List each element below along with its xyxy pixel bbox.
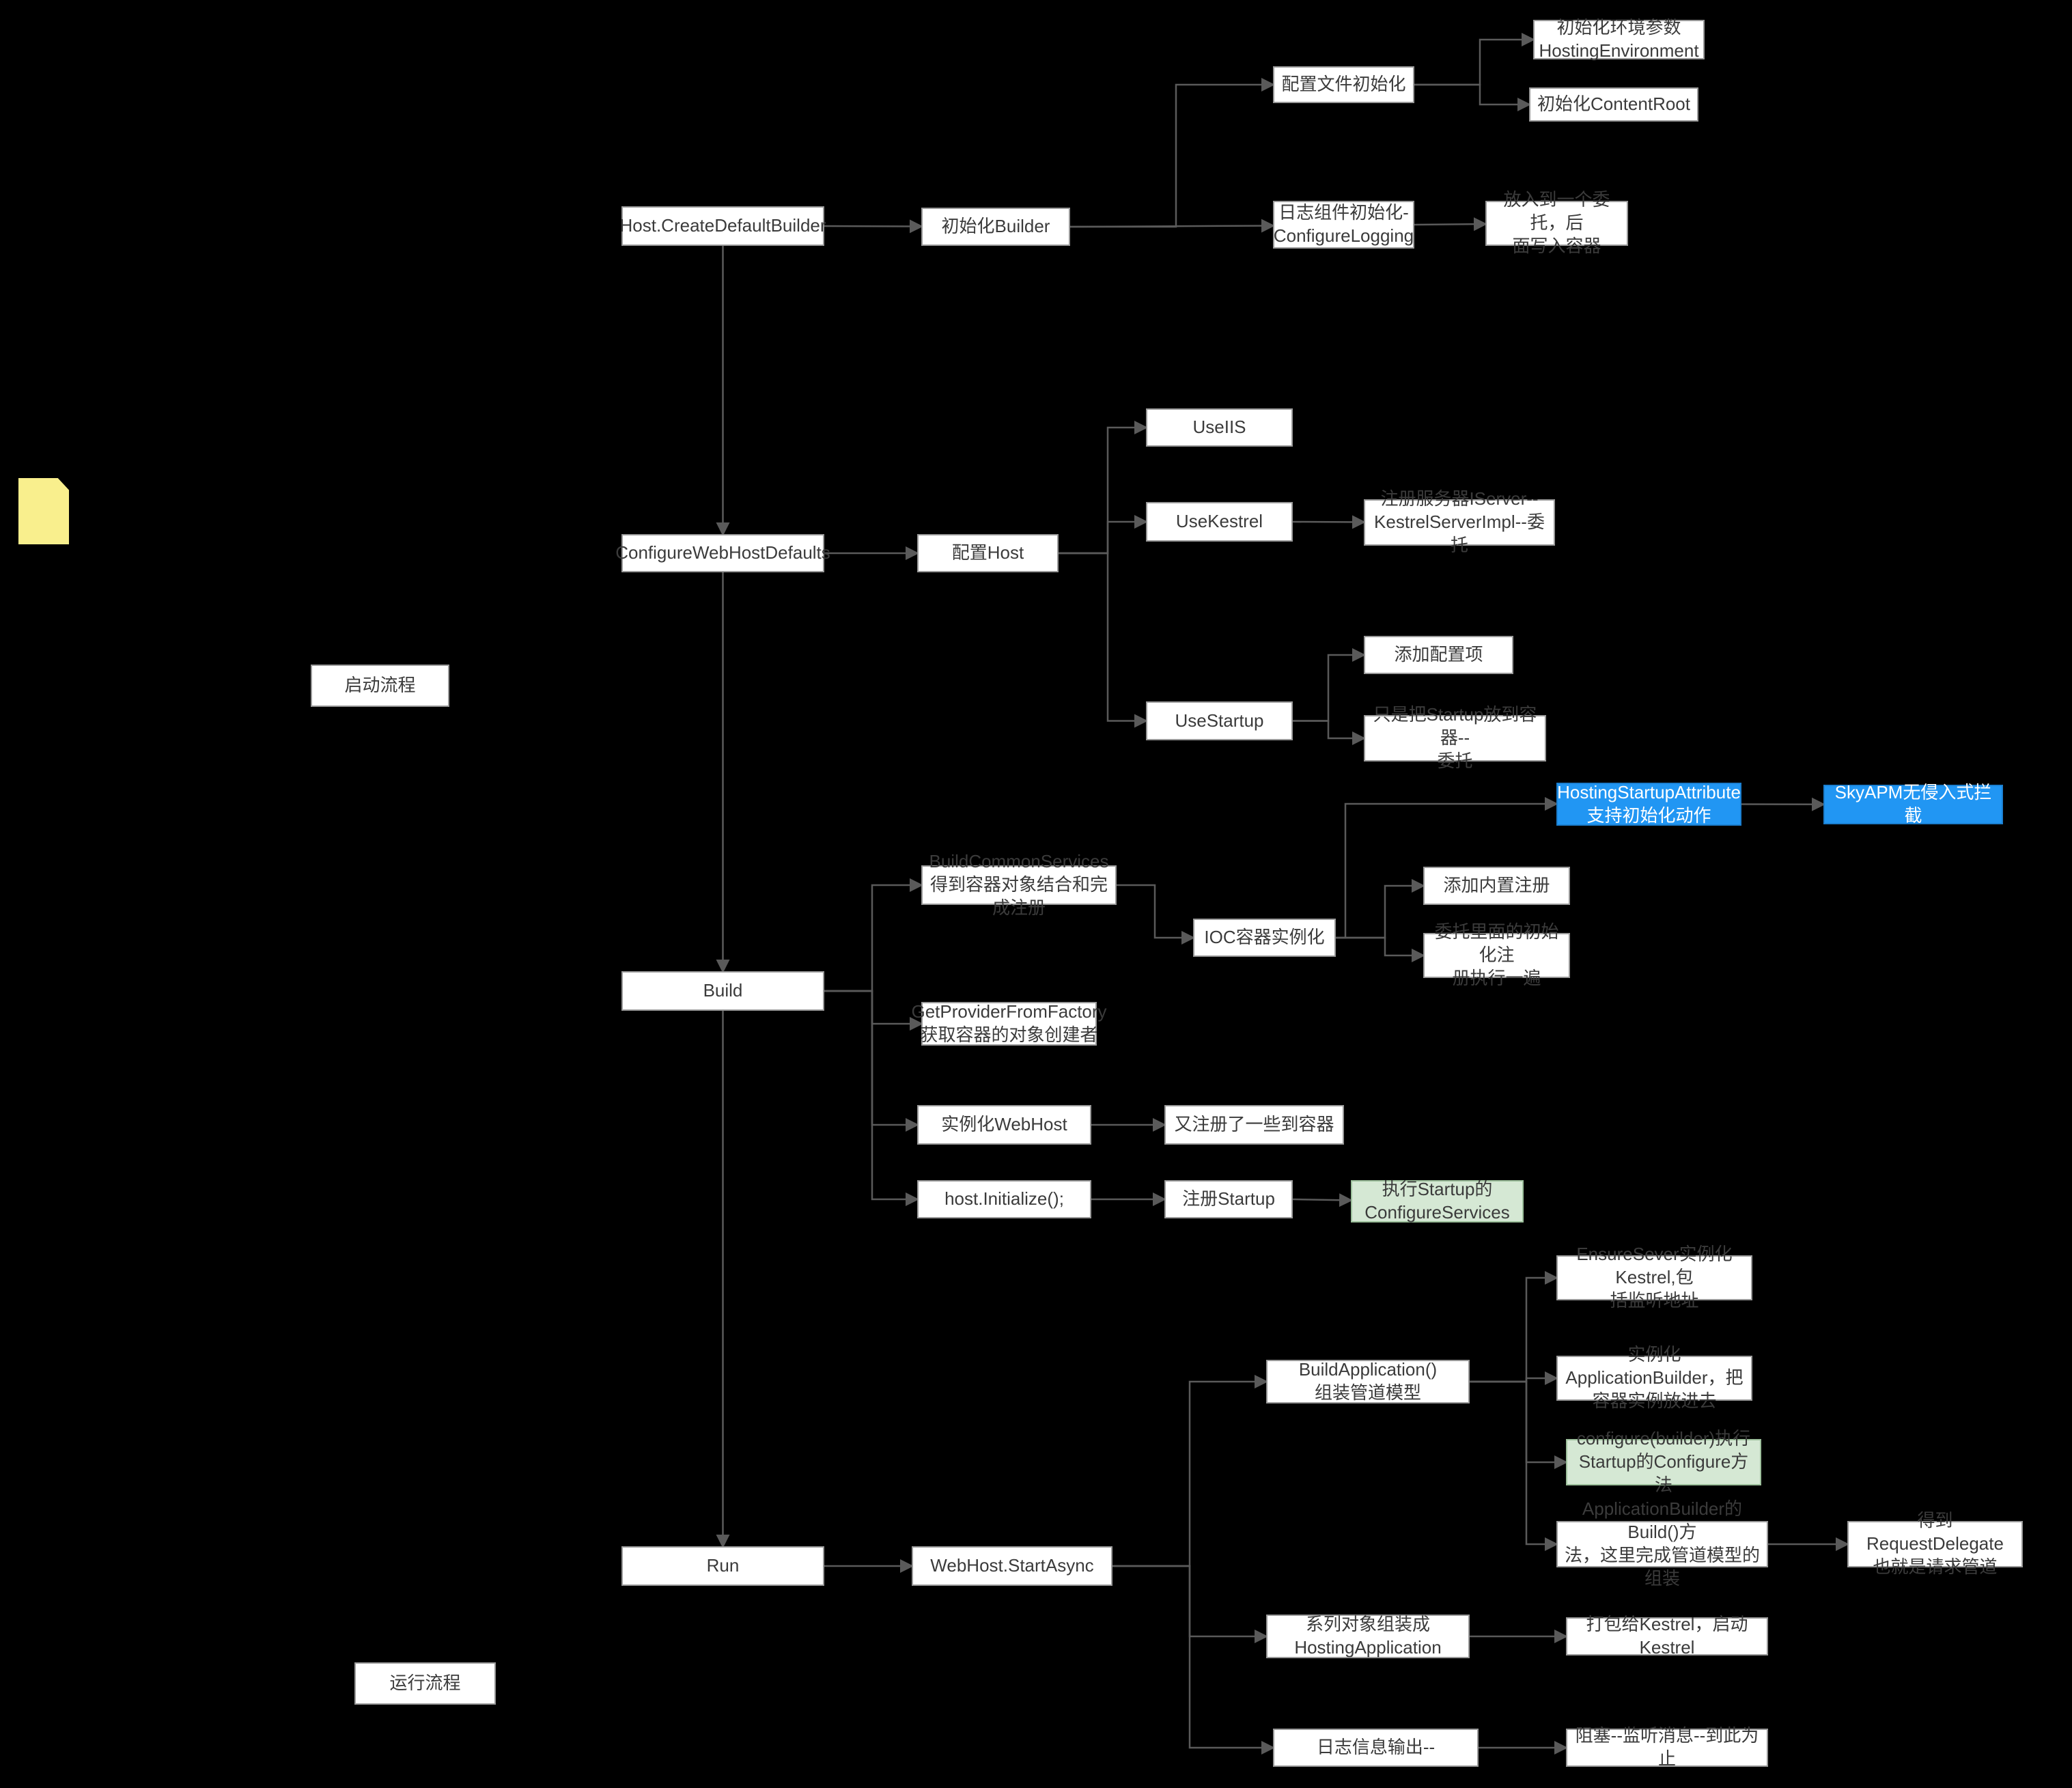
node-init-contentroot[interactable]: 初始化ContentRoot (1529, 87, 1698, 122)
node-register-more[interactable]: 又注册了一些到容器 (1164, 1105, 1344, 1145)
node-startup-to-container[interactable]: 只是把Startup放到容器-- 委托 (1364, 704, 1546, 771)
node-build[interactable]: Build (621, 971, 824, 1011)
edge-ioc-instance--delegate-init-run (1336, 936, 1425, 962)
node-config-host[interactable]: 配置Host (917, 534, 1059, 572)
edge-usestartup--startup-to-container (1293, 720, 1366, 745)
node-startup-flow-label[interactable]: 启动流程 (311, 665, 449, 707)
node-host-initialize[interactable]: host.Initialize(); (917, 1180, 1091, 1218)
node-init-builder[interactable]: 初始化Builder (921, 208, 1070, 246)
node-hosting-startup-attr[interactable]: HostingStartupAttribute 支持初始化动作 (1556, 781, 1741, 826)
node-useiis[interactable]: UseIIS (1146, 408, 1293, 447)
node-skyapm[interactable]: SkyAPM无侵入式拦截 (1823, 782, 2003, 826)
node-register-iserver[interactable]: 注册服务器IServer-- KestrelServerImpl--委托 (1364, 488, 1555, 555)
edge-register-startup--exec-configureservices (1292, 1193, 1353, 1207)
node-init-env[interactable]: 初始化环境参数 HostingEnvironment (1533, 17, 1705, 61)
node-usestartup[interactable]: UseStartup (1146, 701, 1293, 740)
edge-webhost-startasync--log-output (1112, 1565, 1275, 1755)
edge-build-application--appbuilder-build (1470, 1380, 1558, 1551)
edge-build-common--ioc-instance (1117, 884, 1195, 945)
node-usekestrel[interactable]: UseKestrel (1146, 502, 1293, 542)
node-ensure-server[interactable]: EnsureSever实例化Kestrel,包 括监听地址 (1556, 1244, 1752, 1311)
node-run[interactable]: Run (621, 1546, 824, 1586)
node-appbuilder-build[interactable]: ApplicationBuilder的Build()方 法，这里完成管道模型的组… (1556, 1498, 1768, 1589)
node-block-listen[interactable]: 阻塞--监听消息--到此为止 (1566, 1725, 1768, 1769)
edge-host-create--init-builder (824, 219, 923, 234)
edge-build--getprovider (824, 990, 923, 1031)
node-exec-configureservices[interactable]: 执行Startup的 ConfigureServices (1351, 1179, 1524, 1223)
node-add-config[interactable]: 添加配置项 (1364, 636, 1513, 674)
node-hosting-application[interactable]: 系列对象组装成 HostingApplication (1266, 1614, 1470, 1658)
edge-config-host--usestartup (1059, 552, 1148, 728)
node-add-builtin[interactable]: 添加内置注册 (1423, 867, 1570, 905)
node-instantiate-webhost[interactable]: 实例化WebHost (917, 1105, 1091, 1145)
node-build-application[interactable]: BuildApplication() 组装管道模型 (1266, 1359, 1470, 1403)
edge-init-builder--config-file-init (1070, 78, 1275, 228)
edge-config-file-init--init-env (1414, 33, 1535, 86)
node-getprovider[interactable]: GetProviderFromFactory 获取容器的对象创建者 (911, 1001, 1107, 1046)
edge-config-host--useiis (1059, 421, 1148, 555)
edge-webhost-startasync--build-application (1112, 1375, 1268, 1567)
node-instantiate-appbuilder[interactable]: 实例化ApplicationBuilder，把 容器实例放进去 (1556, 1344, 1752, 1411)
node-build-common[interactable]: BuildCommonServices 得到容器对象结合和完成注册 (921, 851, 1117, 918)
edge-usestartup--add-config (1293, 648, 1366, 722)
edge-webhost-startasync--hosting-application (1112, 1565, 1268, 1643)
node-register-startup[interactable]: 注册Startup (1164, 1180, 1293, 1218)
node-configure-builder[interactable]: configure(builder)执行 Startup的Configure方法 (1566, 1428, 1761, 1495)
node-config-file-init[interactable]: 配置文件初始化 (1273, 66, 1414, 103)
node-run-flow-label[interactable]: 运行流程 (354, 1662, 496, 1705)
node-log-output[interactable]: 日志信息输出-- (1273, 1729, 1479, 1767)
edge-build--host-initialize (824, 990, 919, 1206)
edge-config-host--usekestrel (1059, 515, 1148, 555)
sticky-note-icon[interactable] (18, 478, 69, 544)
edge-build--instantiate-webhost (824, 990, 919, 1132)
edge-ioc-instance--add-builtin (1336, 879, 1425, 939)
node-delegate-box[interactable]: 放入到一个委托，后 面写入容器 (1485, 189, 1628, 256)
edge-log-init--delegate-box (1414, 217, 1487, 232)
edge-build-application--instantiate-appbuilder (1470, 1371, 1558, 1385)
node-host-create[interactable]: Host.CreateDefaultBuilder (619, 206, 826, 246)
node-package-kestrel[interactable]: 打包给Kestrel，启动Kestrel (1566, 1614, 1768, 1658)
node-delegate-init-run[interactable]: 委托里面的初始化注 册执行一遍 (1423, 921, 1570, 988)
edge-config-file-init--init-contentroot (1414, 83, 1531, 111)
node-log-init[interactable]: 日志组件初始化- ConfigureLogging (1273, 201, 1414, 249)
node-ioc-instance[interactable]: IOC容器实例化 (1193, 919, 1336, 957)
edge-init-builder--log-init (1069, 219, 1275, 233)
node-configure-webhost[interactable]: ConfigureWebHostDefaults (615, 534, 830, 572)
edge-build-application--ensure-server (1470, 1271, 1558, 1383)
node-webhost-startasync[interactable]: WebHost.StartAsync (912, 1546, 1112, 1586)
edge-build-application--configure-builder (1470, 1380, 1568, 1469)
edge-build--build-common (824, 878, 923, 992)
node-get-requestdelegate[interactable]: 得到RequestDelegate 也就是请求管道 (1847, 1510, 2023, 1577)
